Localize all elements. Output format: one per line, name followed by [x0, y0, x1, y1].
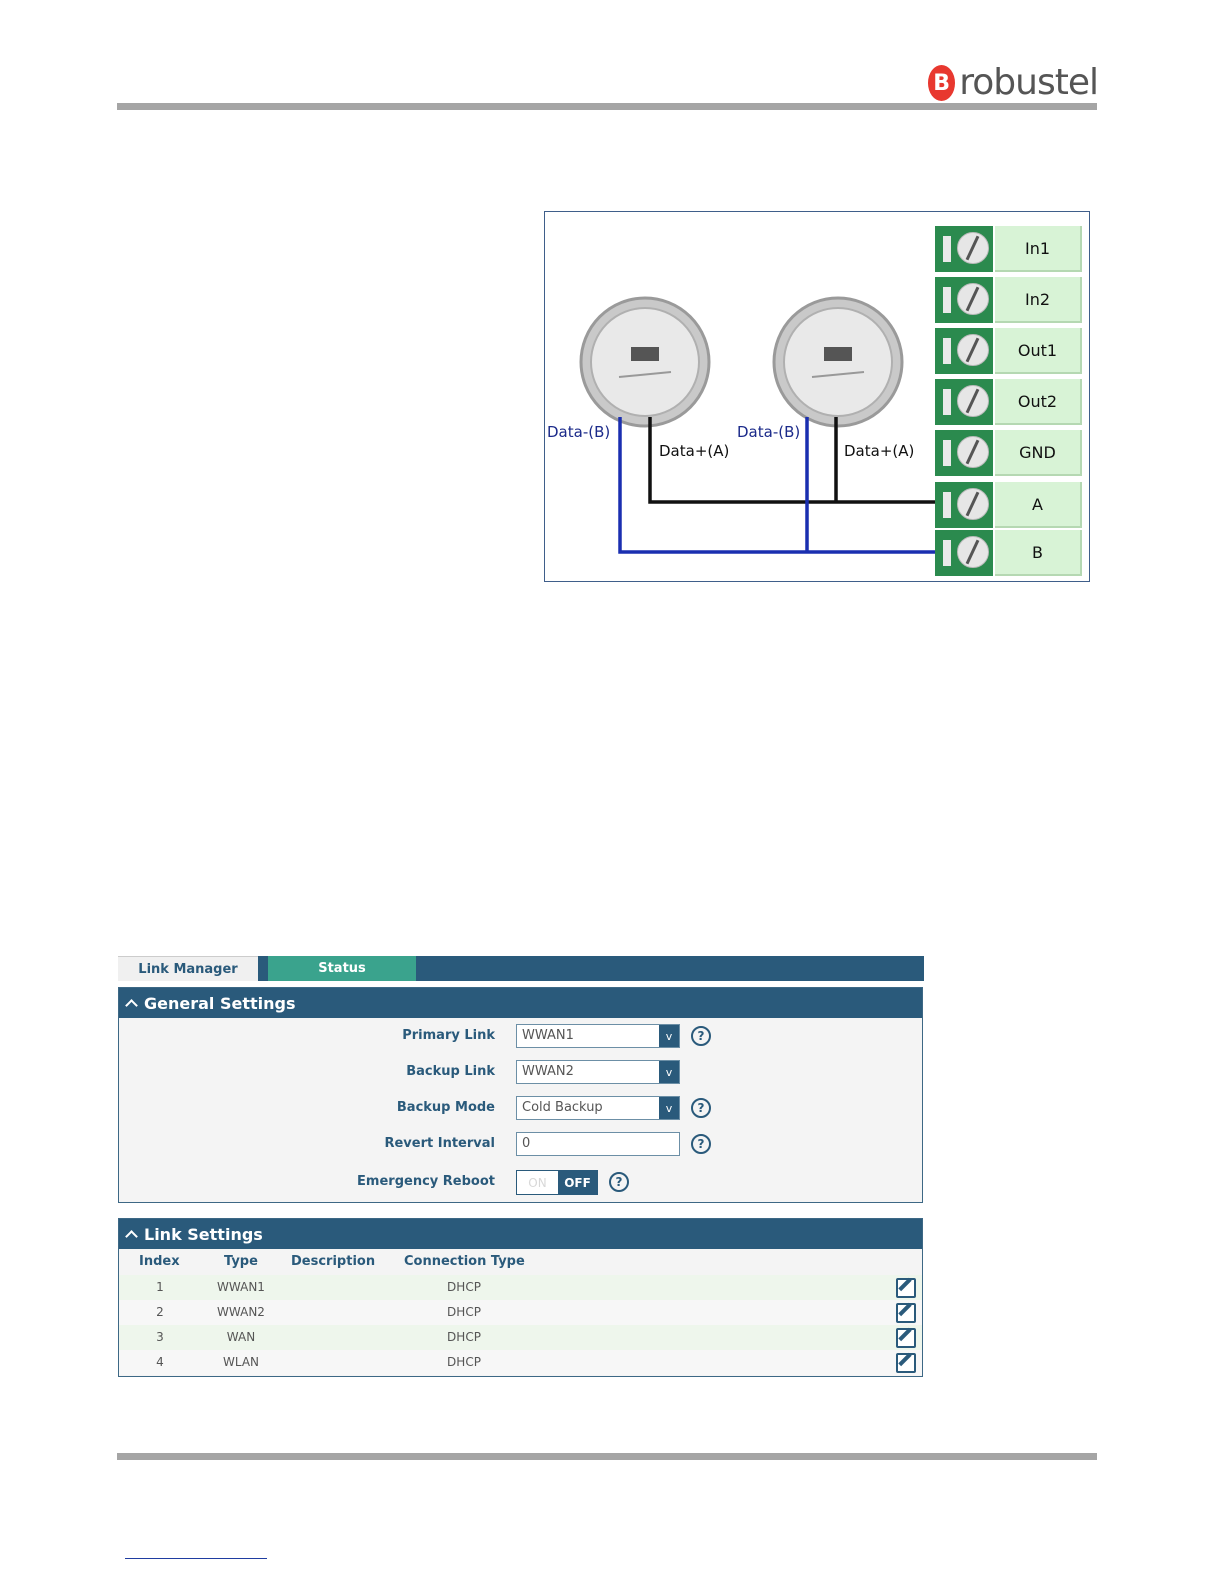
cell-connection-type: DHCP	[447, 1305, 481, 1319]
table-row: 2 WWAN2 DHCP	[119, 1300, 922, 1325]
logo-mark-icon: B	[928, 65, 956, 101]
meter-2-icon	[772, 296, 904, 428]
terminal-label: Out1	[995, 328, 1082, 374]
terminal-out2: Out2	[935, 379, 1082, 425]
edit-icon[interactable]	[896, 1278, 916, 1298]
toggle-off-label: OFF	[558, 1171, 597, 1194]
robustel-logo: B robustel	[928, 62, 1099, 104]
terminal-label: In2	[995, 277, 1082, 323]
backup-mode-label: Backup Mode	[396, 1100, 495, 1115]
rs485-wiring-figure: Data-(B) Data+(A) Data-(B) Data+(A) In1 …	[544, 211, 1090, 582]
help-icon[interactable]: ?	[691, 1026, 711, 1046]
cell-index: 2	[156, 1305, 164, 1319]
edit-icon[interactable]	[896, 1303, 916, 1323]
general-settings-panel: General Settings Primary Link WWAN1 v ? …	[118, 987, 923, 1203]
footer-rule	[117, 1453, 1097, 1460]
tab-link-manager[interactable]: Link Manager	[118, 956, 258, 981]
cell-type: WLAN	[222, 1355, 260, 1369]
edit-icon[interactable]	[896, 1328, 916, 1348]
backup-mode-row: Backup Mode Cold Backup v ?	[119, 1096, 922, 1122]
screw-icon	[957, 536, 989, 568]
terminal-a: A	[935, 482, 1082, 528]
cell-type: WAN	[226, 1330, 256, 1344]
tab-status[interactable]: Status	[268, 956, 416, 981]
table-row: 4 WLAN DHCP	[119, 1350, 922, 1375]
link-settings-header[interactable]: Link Settings	[119, 1219, 922, 1249]
terminal-label: Out2	[995, 379, 1082, 425]
terminal-in1: In1	[935, 226, 1082, 272]
chevron-up-icon	[125, 998, 138, 1012]
column-type: Type	[224, 1254, 258, 1269]
terminal-gnd: GND	[935, 430, 1082, 476]
cell-type: WWAN1	[217, 1280, 265, 1294]
primary-link-label: Primary Link	[402, 1028, 495, 1043]
cell-connection-type: DHCP	[447, 1355, 481, 1369]
terminal-label: B	[995, 530, 1082, 576]
meter-1-data-plus-label: Data+(A)	[659, 442, 730, 460]
wiring-lines	[579, 296, 937, 554]
terminal-label: A	[995, 482, 1082, 528]
meter-1-icon	[579, 296, 711, 428]
terminal-in2: In2	[935, 277, 1082, 323]
meter-2-data-minus-label: Data-(B)	[737, 423, 801, 441]
link-settings-title: Link Settings	[144, 1224, 263, 1244]
chevron-down-icon[interactable]: v	[659, 1061, 679, 1083]
meter-2-data-plus-label: Data+(A)	[844, 442, 915, 460]
column-connection-type: Connection Type	[404, 1254, 525, 1269]
backup-mode-select[interactable]: Cold Backup v	[516, 1096, 680, 1120]
chevron-up-icon	[125, 1229, 138, 1243]
cell-index: 3	[156, 1330, 164, 1344]
help-icon[interactable]: ?	[691, 1098, 711, 1118]
backup-mode-value: Cold Backup	[522, 1100, 603, 1115]
primary-link-select[interactable]: WWAN1 v	[516, 1024, 680, 1048]
backup-link-select[interactable]: WWAN2 v	[516, 1060, 680, 1084]
column-index: Index	[139, 1254, 180, 1269]
primary-link-row: Primary Link WWAN1 v ?	[119, 1024, 922, 1050]
edit-icon[interactable]	[896, 1353, 916, 1373]
meter-1-data-minus-label: Data-(B)	[547, 423, 611, 441]
backup-link-label: Backup Link	[406, 1064, 495, 1079]
general-settings-title: General Settings	[144, 993, 296, 1013]
backup-link-value: WWAN2	[522, 1064, 574, 1079]
emergency-reboot-label: Emergency Reboot	[357, 1174, 495, 1189]
cell-type: WWAN2	[217, 1305, 265, 1319]
chevron-down-icon[interactable]: v	[659, 1025, 679, 1047]
help-icon[interactable]: ?	[691, 1134, 711, 1154]
revert-interval-row: Revert Interval 0 ?	[119, 1132, 922, 1158]
backup-link-row: Backup Link WWAN2 v	[119, 1060, 922, 1086]
table-row: 3 WAN DHCP	[119, 1325, 922, 1350]
terminal-b: B	[935, 530, 1082, 576]
table-row: 1 WWAN1 DHCP	[119, 1275, 922, 1300]
terminal-out1: Out1	[935, 328, 1082, 374]
toggle-on-label: ON	[528, 1175, 547, 1190]
help-icon[interactable]: ?	[609, 1172, 629, 1192]
table-header: Index Type Description Connection Type	[119, 1250, 922, 1275]
cell-connection-type: DHCP	[447, 1280, 481, 1294]
revert-interval-label: Revert Interval	[384, 1136, 495, 1151]
footnote-divider	[125, 1558, 267, 1559]
cell-index: 1	[156, 1280, 164, 1294]
header-rule	[117, 103, 1097, 110]
revert-interval-input[interactable]: 0	[516, 1132, 680, 1156]
emergency-reboot-toggle[interactable]: ON OFF	[516, 1170, 598, 1195]
logo-text: robustel	[959, 62, 1099, 103]
column-description: Description	[291, 1254, 376, 1269]
cell-connection-type: DHCP	[447, 1330, 481, 1344]
emergency-reboot-row: Emergency Reboot ON OFF ?	[119, 1170, 922, 1196]
terminal-label: GND	[995, 430, 1082, 476]
link-settings-panel: Link Settings Index Type Description Con…	[118, 1218, 923, 1377]
terminal-label: In1	[995, 226, 1082, 272]
chevron-down-icon[interactable]: v	[659, 1097, 679, 1119]
general-settings-header[interactable]: General Settings	[119, 988, 922, 1018]
cell-index: 4	[156, 1355, 164, 1369]
tab-bar: Link Manager Status	[118, 956, 924, 981]
primary-link-value: WWAN1	[522, 1028, 574, 1043]
